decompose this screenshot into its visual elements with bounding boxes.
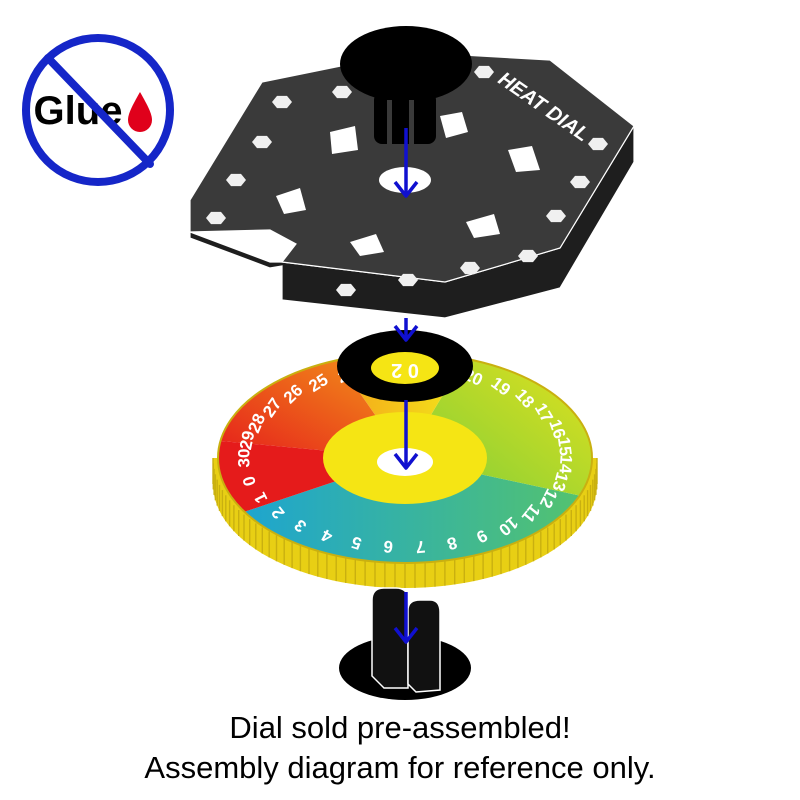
dial-number: 14 [555, 454, 575, 475]
caption-line-1: Dial sold pre-assembled! [0, 712, 800, 743]
washer-window-numbers: 0 2 [391, 359, 419, 381]
dial-number: 6 [382, 537, 393, 557]
dial-number: 30 [234, 449, 253, 468]
caption-line-2: Assembly diagram for reference only. [0, 752, 800, 783]
dial-number: 7 [415, 537, 426, 557]
no-glue-icon: Glue [26, 38, 170, 182]
dial-number: 29 [236, 429, 258, 451]
